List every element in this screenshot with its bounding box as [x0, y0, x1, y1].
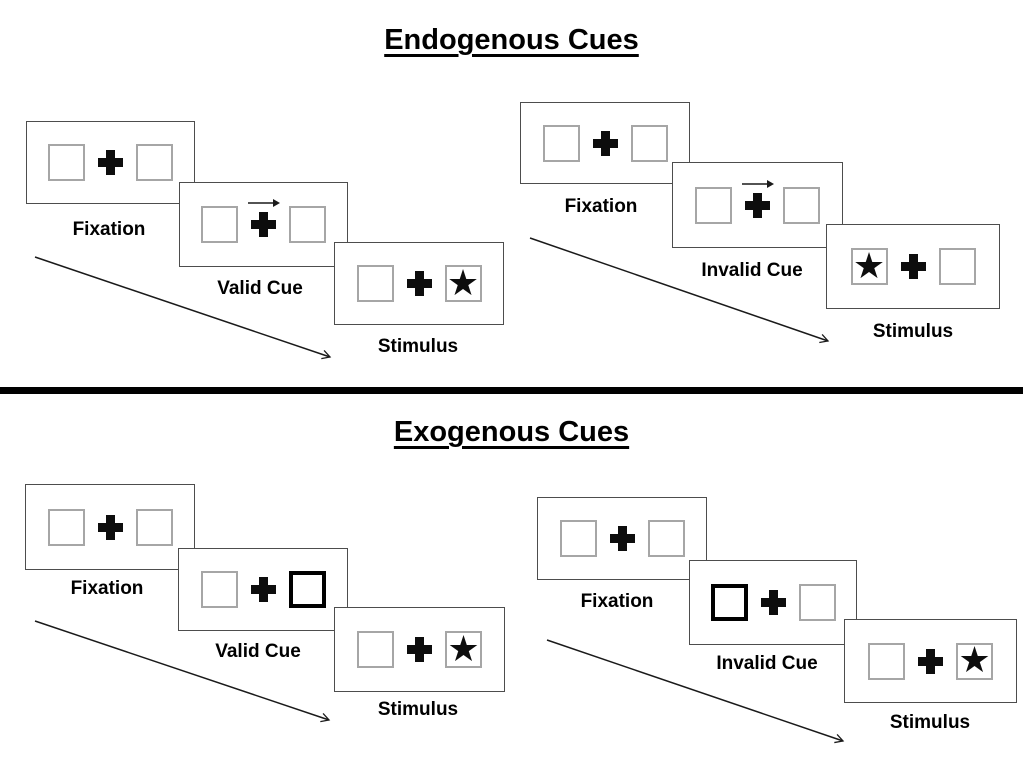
- left-placeholder-box: [357, 631, 394, 668]
- fixation-cross-icon: [609, 526, 635, 551]
- right-cue-highlight-box: [288, 571, 326, 608]
- endo-invalid-fixation-panel: [520, 102, 690, 184]
- exo-invalid-fixation-panel: [537, 497, 707, 580]
- left-placeholder-box: [695, 186, 732, 224]
- fixation-cross-icon: [592, 130, 618, 156]
- panel-label-valid-cue: Valid Cue: [217, 278, 303, 299]
- panel-label-invalid-cue: Invalid Cue: [701, 260, 803, 281]
- exo-invalid-stimulus-panel: ★: [844, 619, 1017, 703]
- right-target-box: ★: [444, 261, 482, 303]
- panel-label-stimulus: Stimulus: [872, 321, 954, 342]
- exo-valid-fixation-panel: [25, 484, 195, 570]
- star-icon: ★: [852, 244, 886, 286]
- right-placeholder-box: [289, 206, 326, 243]
- exo-valid-stimulus-panel: ★: [334, 607, 505, 692]
- endo-invalid-cue-panel: [672, 162, 843, 248]
- panel-label-fixation: Fixation: [72, 219, 146, 240]
- panel-label-valid-cue: Valid Cue: [215, 641, 301, 662]
- right-placeholder-box: [798, 584, 836, 621]
- section-divider-line: [0, 387, 1023, 394]
- plus-icon: [918, 648, 943, 674]
- star-icon: ★: [958, 639, 991, 680]
- star-icon: ★: [446, 261, 480, 303]
- plus-icon: [251, 212, 276, 237]
- right-placeholder-box: [783, 186, 820, 224]
- endogenous-section-title: Endogenous Cues: [0, 24, 1023, 57]
- timeline-arrow-icon: [34, 620, 331, 723]
- endo-valid-cue-panel: [179, 182, 348, 267]
- left-target-box: ★: [850, 244, 888, 286]
- left-placeholder-box: [542, 124, 580, 162]
- left-placeholder-box: [356, 265, 394, 302]
- plus-icon: [97, 514, 123, 540]
- fixation-cross-icon: [97, 514, 123, 540]
- fixation-cross-icon: [741, 179, 774, 218]
- panel-label-stimulus: Stimulus: [377, 336, 459, 357]
- left-placeholder-box: [201, 206, 238, 243]
- plus-icon: [592, 130, 618, 156]
- plus-icon: [98, 150, 123, 175]
- endo-invalid-stimulus-panel: ★: [826, 224, 1000, 309]
- plus-icon: [250, 577, 276, 602]
- right-placeholder-box: [136, 144, 173, 181]
- fixation-cross-icon: [406, 271, 432, 296]
- right-arrow-icon: [741, 179, 774, 188]
- plus-icon: [900, 254, 926, 279]
- timeline-arrow-icon: [546, 639, 845, 744]
- left-placeholder-box: [868, 642, 905, 680]
- left-cue-highlight-box: [710, 584, 748, 621]
- fixation-cross-icon: [900, 254, 926, 279]
- right-arrow-icon: [247, 199, 280, 207]
- fixation-cross-icon: [98, 150, 123, 175]
- plus-icon: [609, 526, 635, 551]
- panel-label-stimulus: Stimulus: [889, 712, 971, 733]
- right-target-box: ★: [445, 627, 482, 669]
- fixation-cross-icon: [250, 577, 276, 602]
- endo-valid-stimulus-panel: ★: [334, 242, 504, 325]
- left-placeholder-box: [47, 508, 85, 546]
- right-placeholder-box: [135, 508, 173, 546]
- left-placeholder-box: [200, 571, 238, 608]
- timeline-arrow-icon: [34, 256, 332, 360]
- timeline-arrow-icon: [529, 237, 830, 344]
- panel-label-stimulus: Stimulus: [377, 699, 459, 720]
- plus-icon: [760, 590, 786, 615]
- panel-label-fixation: Fixation: [580, 591, 654, 612]
- panel-label-invalid-cue: Invalid Cue: [716, 653, 818, 674]
- fixation-cross-icon: [760, 590, 786, 615]
- panel-label-fixation: Fixation: [70, 578, 144, 599]
- fixation-cross-icon: [918, 648, 943, 674]
- endo-valid-fixation-panel: [26, 121, 195, 204]
- right-placeholder-box: [647, 520, 685, 557]
- fixation-cross-icon: [407, 637, 432, 662]
- plus-icon: [406, 271, 432, 296]
- right-target-box: ★: [956, 639, 993, 680]
- exo-invalid-cue-panel: [689, 560, 857, 645]
- endogenous-title-text: Endogenous Cues: [384, 24, 639, 56]
- exogenous-section-title: Exogenous Cues: [0, 416, 1023, 449]
- plus-icon: [407, 637, 432, 662]
- exo-valid-cue-panel: [178, 548, 348, 631]
- plus-icon: [745, 192, 770, 218]
- exogenous-title-text: Exogenous Cues: [393, 416, 630, 448]
- left-placeholder-box: [48, 144, 85, 181]
- star-icon: ★: [447, 627, 480, 669]
- right-placeholder-box: [630, 124, 668, 162]
- fixation-cross-icon: [247, 199, 280, 237]
- right-placeholder-box: [938, 248, 976, 285]
- panel-label-fixation: Fixation: [564, 196, 638, 217]
- left-placeholder-box: [559, 520, 597, 557]
